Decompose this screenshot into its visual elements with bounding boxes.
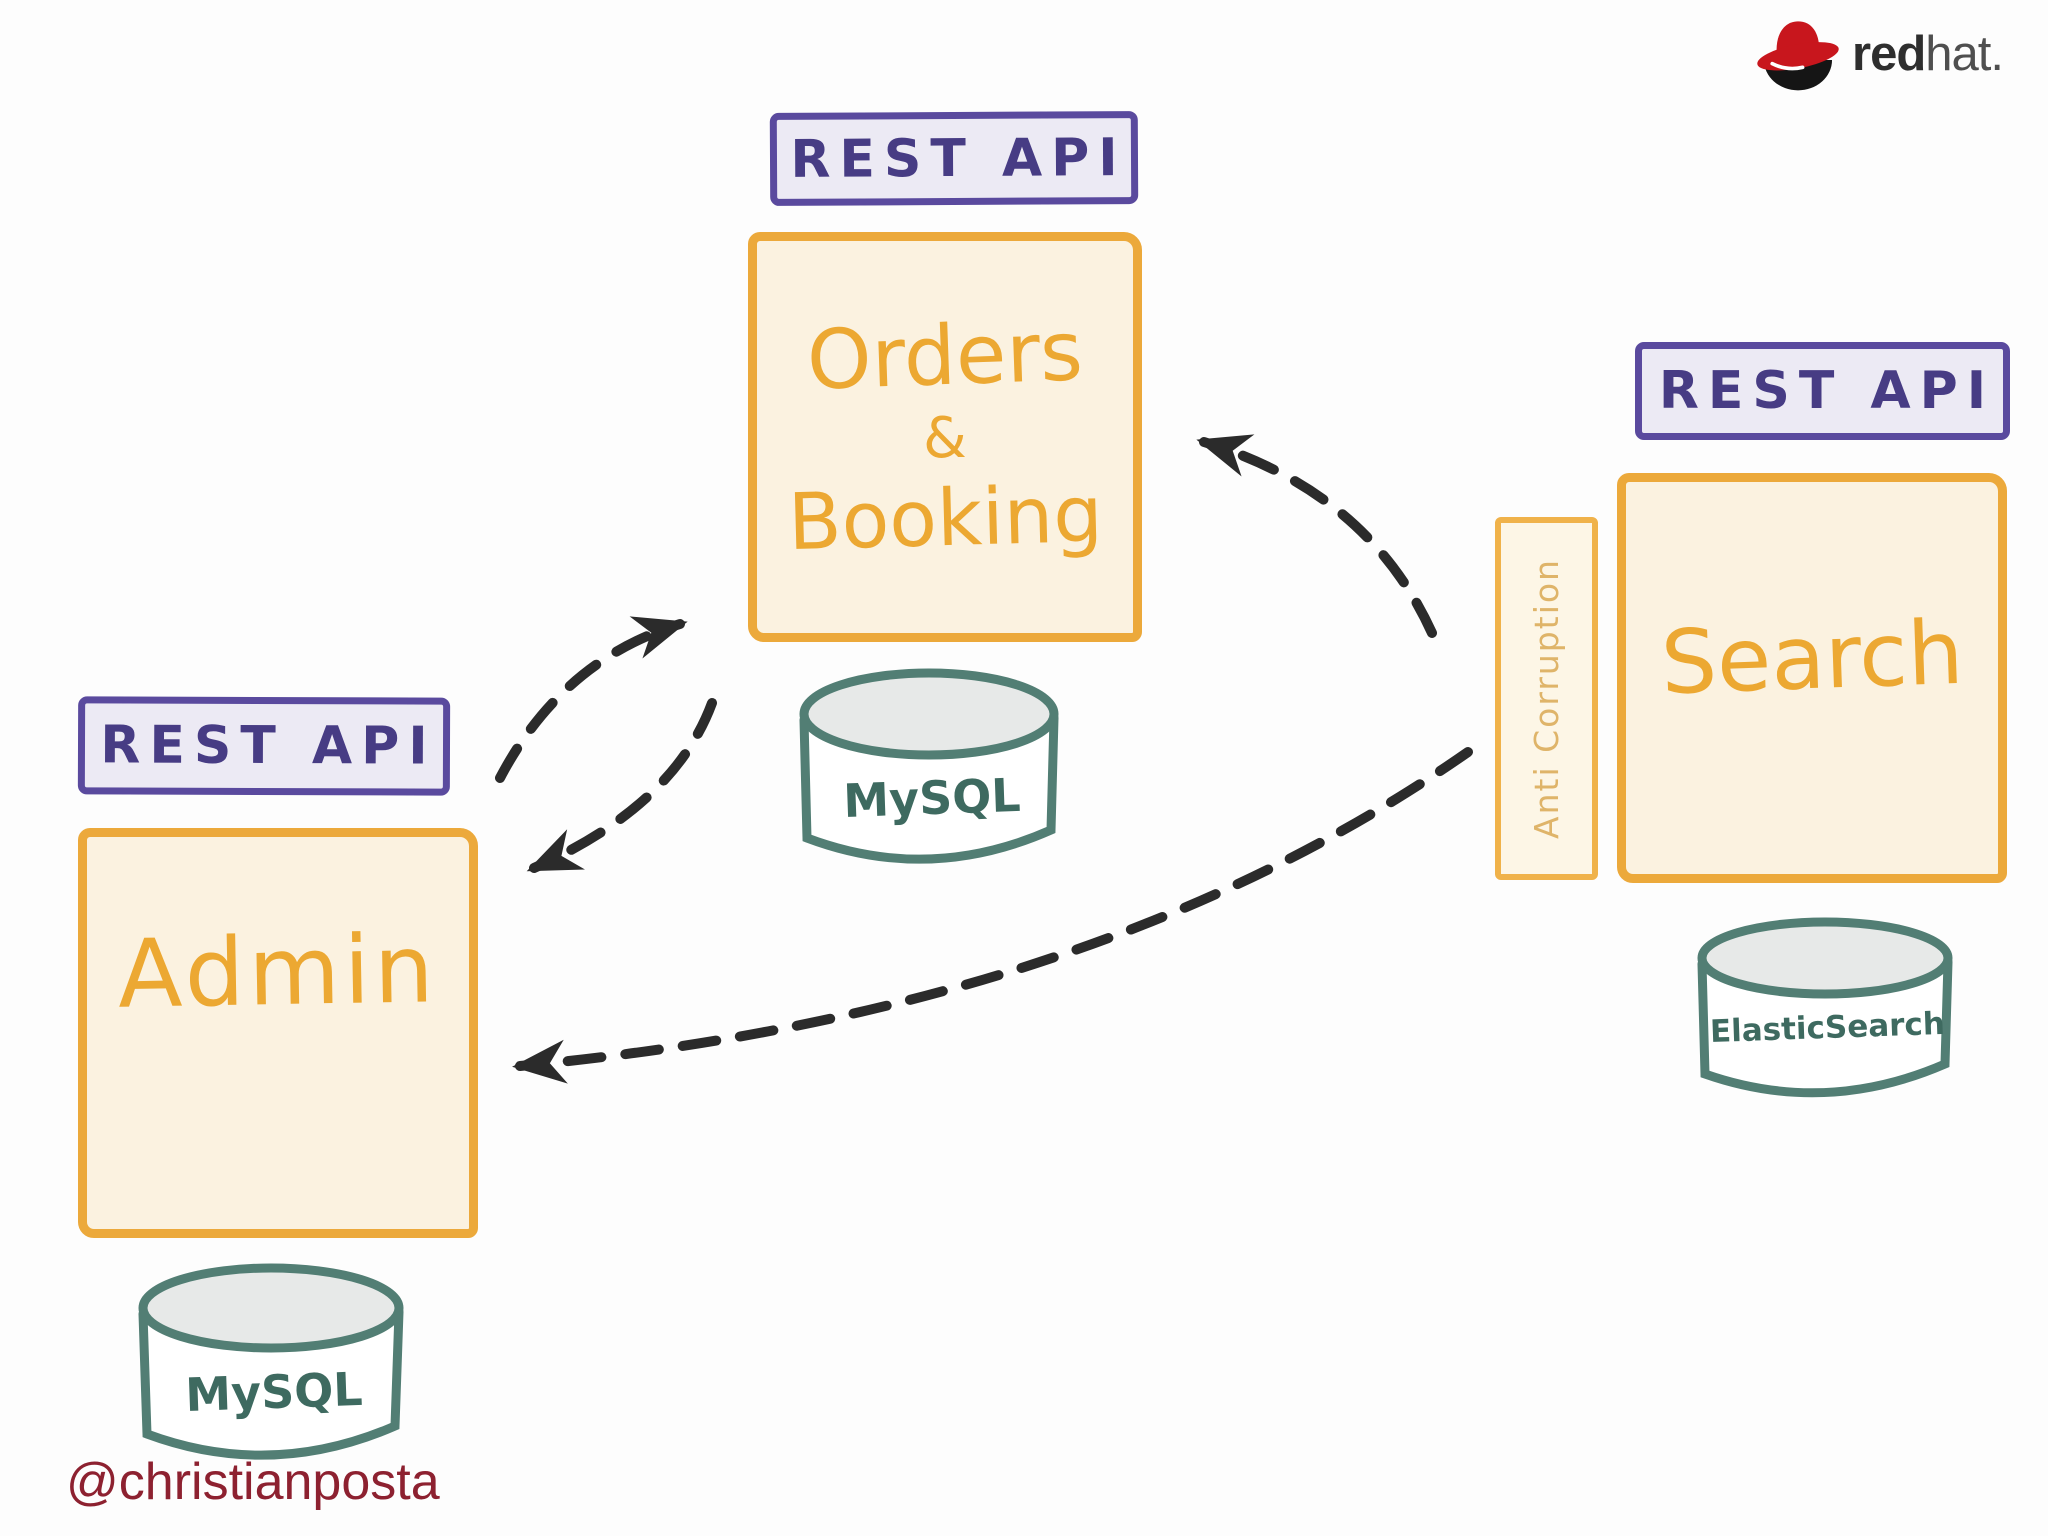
arrow-orders-to-admin xyxy=(526,698,717,873)
watermark-handle: @christianposta xyxy=(66,1453,440,1511)
rest-api-label-text: REST API xyxy=(100,715,437,777)
anti-corruption-layer: Anti Corruption xyxy=(1495,517,1598,880)
arrow-search-to-admin xyxy=(512,747,1473,1084)
cylinder-top xyxy=(138,1263,404,1353)
redhat-wordmark-light: hat. xyxy=(1925,27,2004,81)
anti-corruption-label: Anti Corruption xyxy=(1527,558,1567,839)
service-name-line: Admin xyxy=(117,914,439,1030)
redhat-wordmark-bold: red xyxy=(1852,27,1926,81)
redhat-fedora-icon xyxy=(1757,21,1839,91)
database-label: ElasticSearch xyxy=(1709,1006,1945,1050)
rest-api-label-admin: REST API xyxy=(77,696,451,796)
cylinder-body xyxy=(1697,957,1953,1098)
service-name-line: Booking xyxy=(786,469,1104,568)
service-name-line: Search xyxy=(1659,600,1965,715)
rest-api-label-text: REST API xyxy=(790,127,1127,190)
database-cylinder-admin: MySQL xyxy=(138,1263,404,1460)
rest-api-label-search: REST API xyxy=(1635,342,2010,440)
database-cylinder-orders: MySQL xyxy=(799,668,1059,864)
rest-api-label-text: REST API xyxy=(1658,361,1996,421)
database-label: MySQL xyxy=(184,1362,363,1422)
service-box-search: Search xyxy=(1617,473,2007,883)
cylinder-top xyxy=(799,668,1059,760)
cylinder-body xyxy=(138,1307,404,1460)
database-cylinder-search: ElasticSearch xyxy=(1697,917,1953,1098)
redhat-logo: redhat. xyxy=(1752,10,2004,98)
service-box-orders-booking: Orders & Booking xyxy=(748,232,1142,642)
rest-api-label-orders: REST API xyxy=(769,111,1139,206)
service-name-line: Orders xyxy=(805,303,1085,409)
service-name-line: & xyxy=(923,405,967,471)
arrow-search-to-orders xyxy=(1196,434,1437,638)
database-label: MySQL xyxy=(842,768,1021,828)
service-box-admin: Admin xyxy=(78,828,478,1238)
redhat-wordmark: redhat. xyxy=(1852,26,2004,82)
cylinder-top xyxy=(1697,917,1953,999)
arrow-admin-to-orders xyxy=(495,616,688,783)
